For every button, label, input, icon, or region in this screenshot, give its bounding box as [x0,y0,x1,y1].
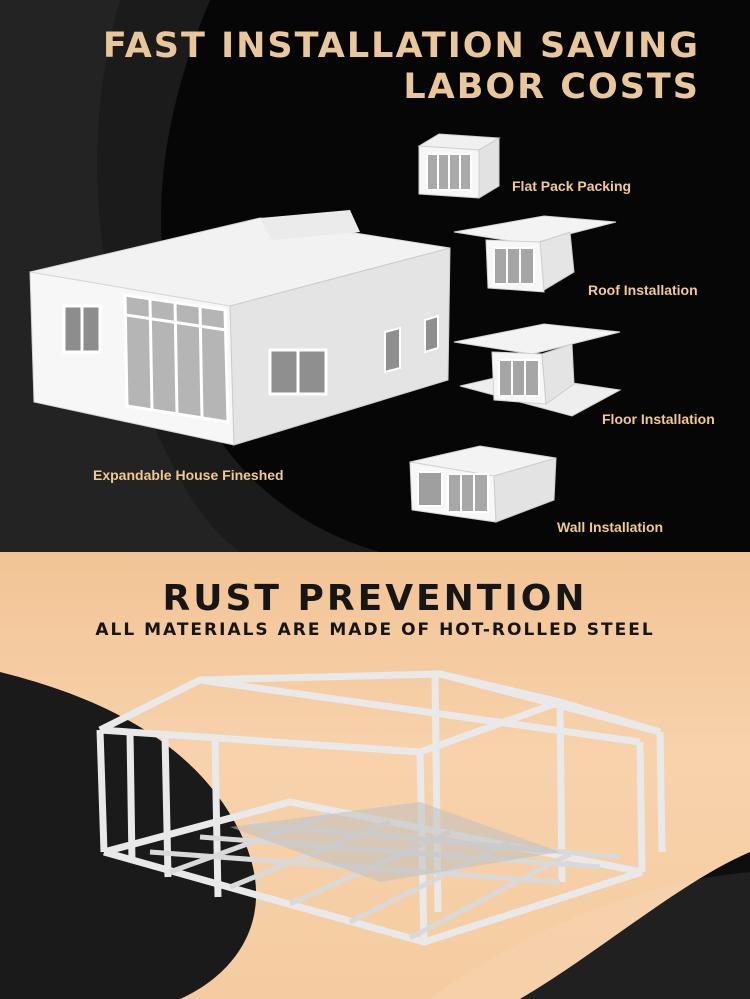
roof-installation-image [453,215,617,293]
caption-step-floor: Floor Installation [602,411,715,427]
rust-subtitle: ALL MATERIALS ARE MADE OF HOT-ROLLED STE… [95,620,655,640]
flat-pack-image [417,133,501,199]
headline-line-1: FAST INSTALLATION SAVING [102,26,700,66]
installation-section: FAST INSTALLATION SAVING LABOR COSTS [0,0,715,552]
wall-installation-image [409,445,557,523]
headline-line-2: LABOR COSTS [403,67,700,107]
caption-house-finished: Expandable House Fineshed [93,467,284,483]
steel-frame-image [96,670,666,946]
caption-step-flat-pack: Flat Pack Packing [512,178,632,194]
bottom-background-shapes [0,672,750,999]
floor-installation-image [453,323,622,417]
expandable-house-image [29,210,451,446]
caption-step-wall: Wall Installation [557,519,664,535]
rust-prevention-section: RUST PREVENTION ALL MATERIALS ARE MADE O… [0,552,750,999]
installation-headline: FAST INSTALLATION SAVING LABOR COSTS [103,26,700,108]
rust-title: RUST PREVENTION [162,578,588,619]
caption-step-roof: Roof Installation [588,282,698,298]
